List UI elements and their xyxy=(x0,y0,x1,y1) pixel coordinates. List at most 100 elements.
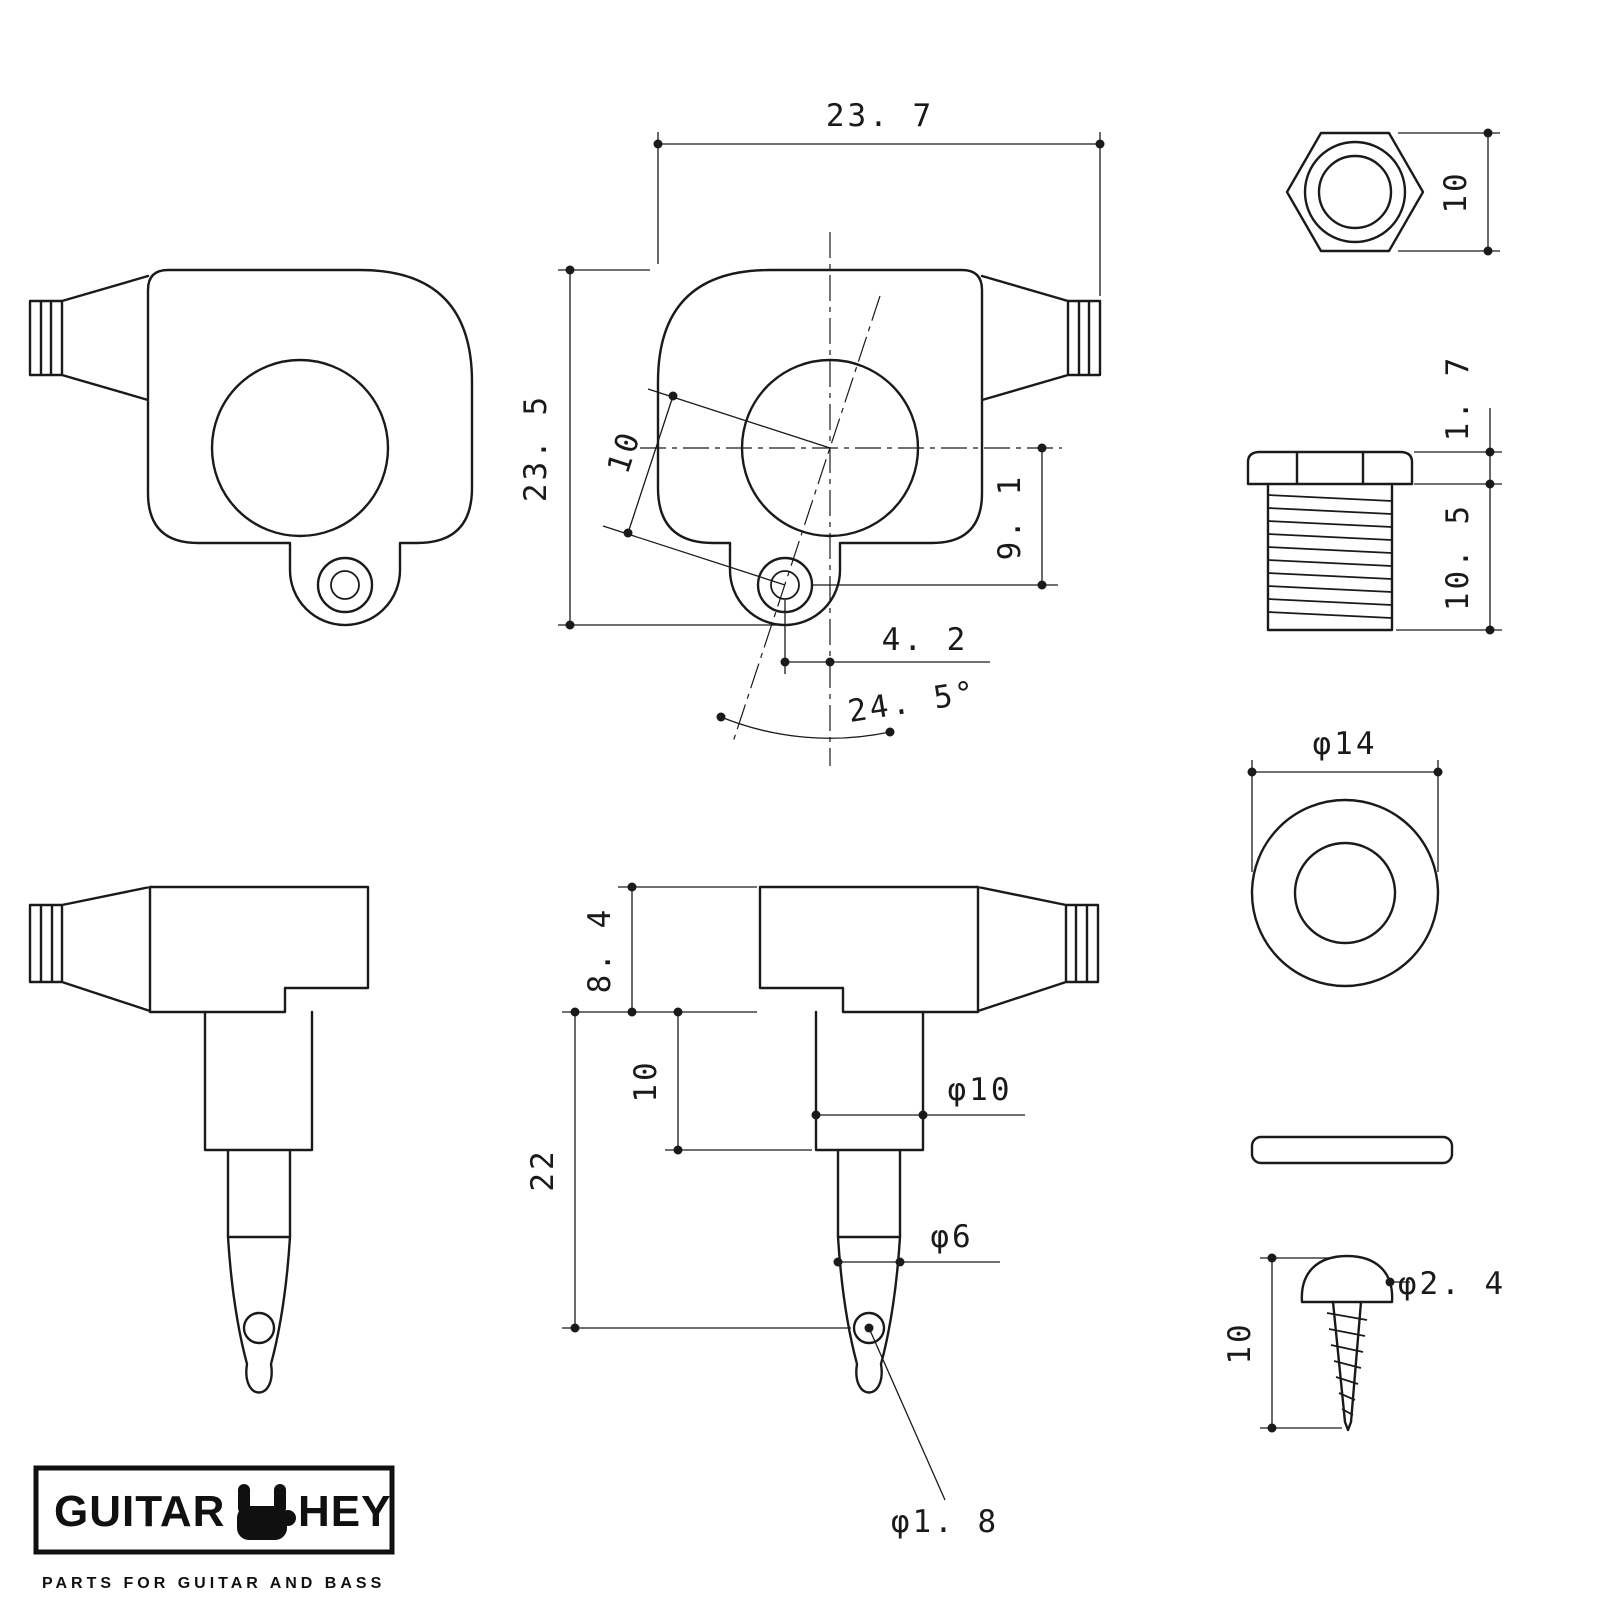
dim-endpoint xyxy=(1485,447,1495,457)
dim-string-hole-dia-label: φ1. 8 xyxy=(891,1504,999,1540)
dim-housing-height-label: 23. 5 xyxy=(518,394,554,502)
nut-outer-circle xyxy=(1303,140,1407,244)
angle-arc xyxy=(720,716,891,739)
dim-endpoint xyxy=(716,712,726,722)
dim-button-height: 8. 4 xyxy=(562,882,757,1017)
bushing-thread-body xyxy=(1266,482,1394,632)
logo-text-hey: HEY xyxy=(298,1487,391,1536)
dim-nut-width: 10 xyxy=(1398,128,1500,256)
washer-top-view xyxy=(1250,798,1440,988)
dim-endpoint xyxy=(1485,625,1495,635)
dimension-line xyxy=(562,886,757,1013)
dim-endpoint xyxy=(833,1257,843,1267)
brand-logo: GUITAR HEY PARTS FOR GUITAR AND BASS xyxy=(33,1465,395,1592)
dim-endpoint xyxy=(811,1110,821,1120)
nut-inner-circle xyxy=(1317,154,1393,230)
dim-flange-thickness-label: 1. 7 xyxy=(1440,355,1476,442)
dim-washer-od-label: φ14 xyxy=(1313,726,1378,762)
dim-shaft-dia-label: φ6 xyxy=(930,1219,973,1255)
tuner-key-side-view xyxy=(28,885,370,1394)
dim-endpoint xyxy=(1483,128,1493,138)
rock-hand-thumb xyxy=(280,1510,296,1526)
dimension-line xyxy=(657,132,1101,296)
dim-string-hole-dia: φ1. 8 xyxy=(864,1323,999,1540)
bushing-flange xyxy=(1246,450,1414,486)
dim-endpoint xyxy=(623,528,633,538)
dimension-line xyxy=(1260,1257,1342,1429)
dim-endpoint xyxy=(653,139,663,149)
dim-washer-od: φ14 xyxy=(1247,726,1443,872)
centerlines-housing xyxy=(640,232,1062,766)
dimension-line xyxy=(665,1012,812,1151)
dim-endpoint xyxy=(627,1007,637,1017)
dim-collar-dia: φ10 xyxy=(811,1072,1025,1120)
tuner-key-dimensioned-view xyxy=(758,885,1100,1394)
dim-endpoint xyxy=(1385,1277,1395,1287)
dim-endpoint xyxy=(1433,767,1443,777)
leader-line xyxy=(868,1327,946,1501)
dimension-line xyxy=(562,1012,851,1329)
dim-thread-length: 10. 5 xyxy=(1396,484,1502,635)
mounting-screw-side-view xyxy=(1300,1254,1394,1432)
screw-thread-lines xyxy=(1326,1312,1368,1416)
dim-screw-dia: φ2. 4 xyxy=(1385,1266,1506,1302)
dim-hole-drop: 9. 1 xyxy=(812,443,1058,590)
tuner-housing-side-view xyxy=(28,268,474,627)
dim-endpoint xyxy=(673,1007,683,1017)
dim-post-to-hole-label: 10 xyxy=(601,426,649,478)
dim-post-length: 22 xyxy=(525,1007,851,1333)
dimension-line xyxy=(812,448,1058,586)
threaded-bushing-side-view xyxy=(1246,450,1414,632)
washer-outer-circle xyxy=(1250,798,1440,988)
dim-housing-length-label: 23. 7 xyxy=(826,98,934,134)
dim-screw-dia-label: φ2. 4 xyxy=(1398,1266,1506,1302)
dim-flange-thickness: 1. 7 xyxy=(1414,355,1502,489)
dim-hole-offset-label: 4. 2 xyxy=(882,622,969,658)
logo-text-guitar: GUITAR xyxy=(54,1487,225,1536)
dim-endpoint xyxy=(668,391,678,401)
dim-thread-length-label: 10. 5 xyxy=(1440,503,1476,611)
dim-endpoint xyxy=(627,882,637,892)
rock-hand-index-finger xyxy=(238,1484,250,1514)
rock-hand-icon xyxy=(237,1484,296,1540)
hex-nut-top-view xyxy=(1285,131,1425,253)
dim-endpoint xyxy=(1037,443,1047,453)
dim-endpoint xyxy=(885,727,895,737)
dim-endpoint xyxy=(895,1257,905,1267)
dimension-line xyxy=(1396,484,1502,631)
dim-endpoint xyxy=(1267,1423,1277,1433)
dimension-line xyxy=(1251,760,1439,872)
dim-endpoint xyxy=(1095,139,1105,149)
dim-endpoint xyxy=(570,1007,580,1017)
dim-endpoint xyxy=(825,657,835,667)
dim-collar-length-label: 10 xyxy=(628,1059,664,1102)
screw-head xyxy=(1300,1254,1394,1304)
dim-shaft-dia: φ6 xyxy=(833,1219,1000,1267)
washer-inner-circle xyxy=(1293,841,1397,945)
logo-tagline: PARTS FOR GUITAR AND BASS xyxy=(42,1575,385,1592)
dim-hole-angle-label: 24. 5° xyxy=(845,674,979,730)
dim-endpoint xyxy=(780,657,790,667)
dim-endpoint xyxy=(570,1323,580,1333)
dim-endpoint xyxy=(1247,767,1257,777)
washer-side-view xyxy=(1250,1135,1454,1165)
dim-endpoint xyxy=(918,1110,928,1120)
hex-nut-outline xyxy=(1285,131,1425,253)
dim-housing-height: 23. 5 xyxy=(518,265,778,630)
dim-endpoint xyxy=(673,1145,683,1155)
dim-screw-length: 10 xyxy=(1222,1253,1342,1433)
dim-endpoint xyxy=(1483,246,1493,256)
dim-endpoint xyxy=(565,620,575,630)
dim-post-to-hole: 10 xyxy=(601,388,831,586)
dim-endpoint xyxy=(1267,1253,1277,1263)
dim-endpoint xyxy=(565,265,575,275)
bushing-thread-lines xyxy=(1267,494,1393,619)
dim-housing-length: 23. 7 xyxy=(653,98,1105,296)
dim-collar-dia-label: φ10 xyxy=(948,1072,1013,1108)
dim-endpoint xyxy=(1037,580,1047,590)
dim-hole-angle: 24. 5° xyxy=(716,674,979,739)
rock-hand-pinky-finger xyxy=(274,1484,286,1514)
logo-border xyxy=(33,1465,395,1555)
